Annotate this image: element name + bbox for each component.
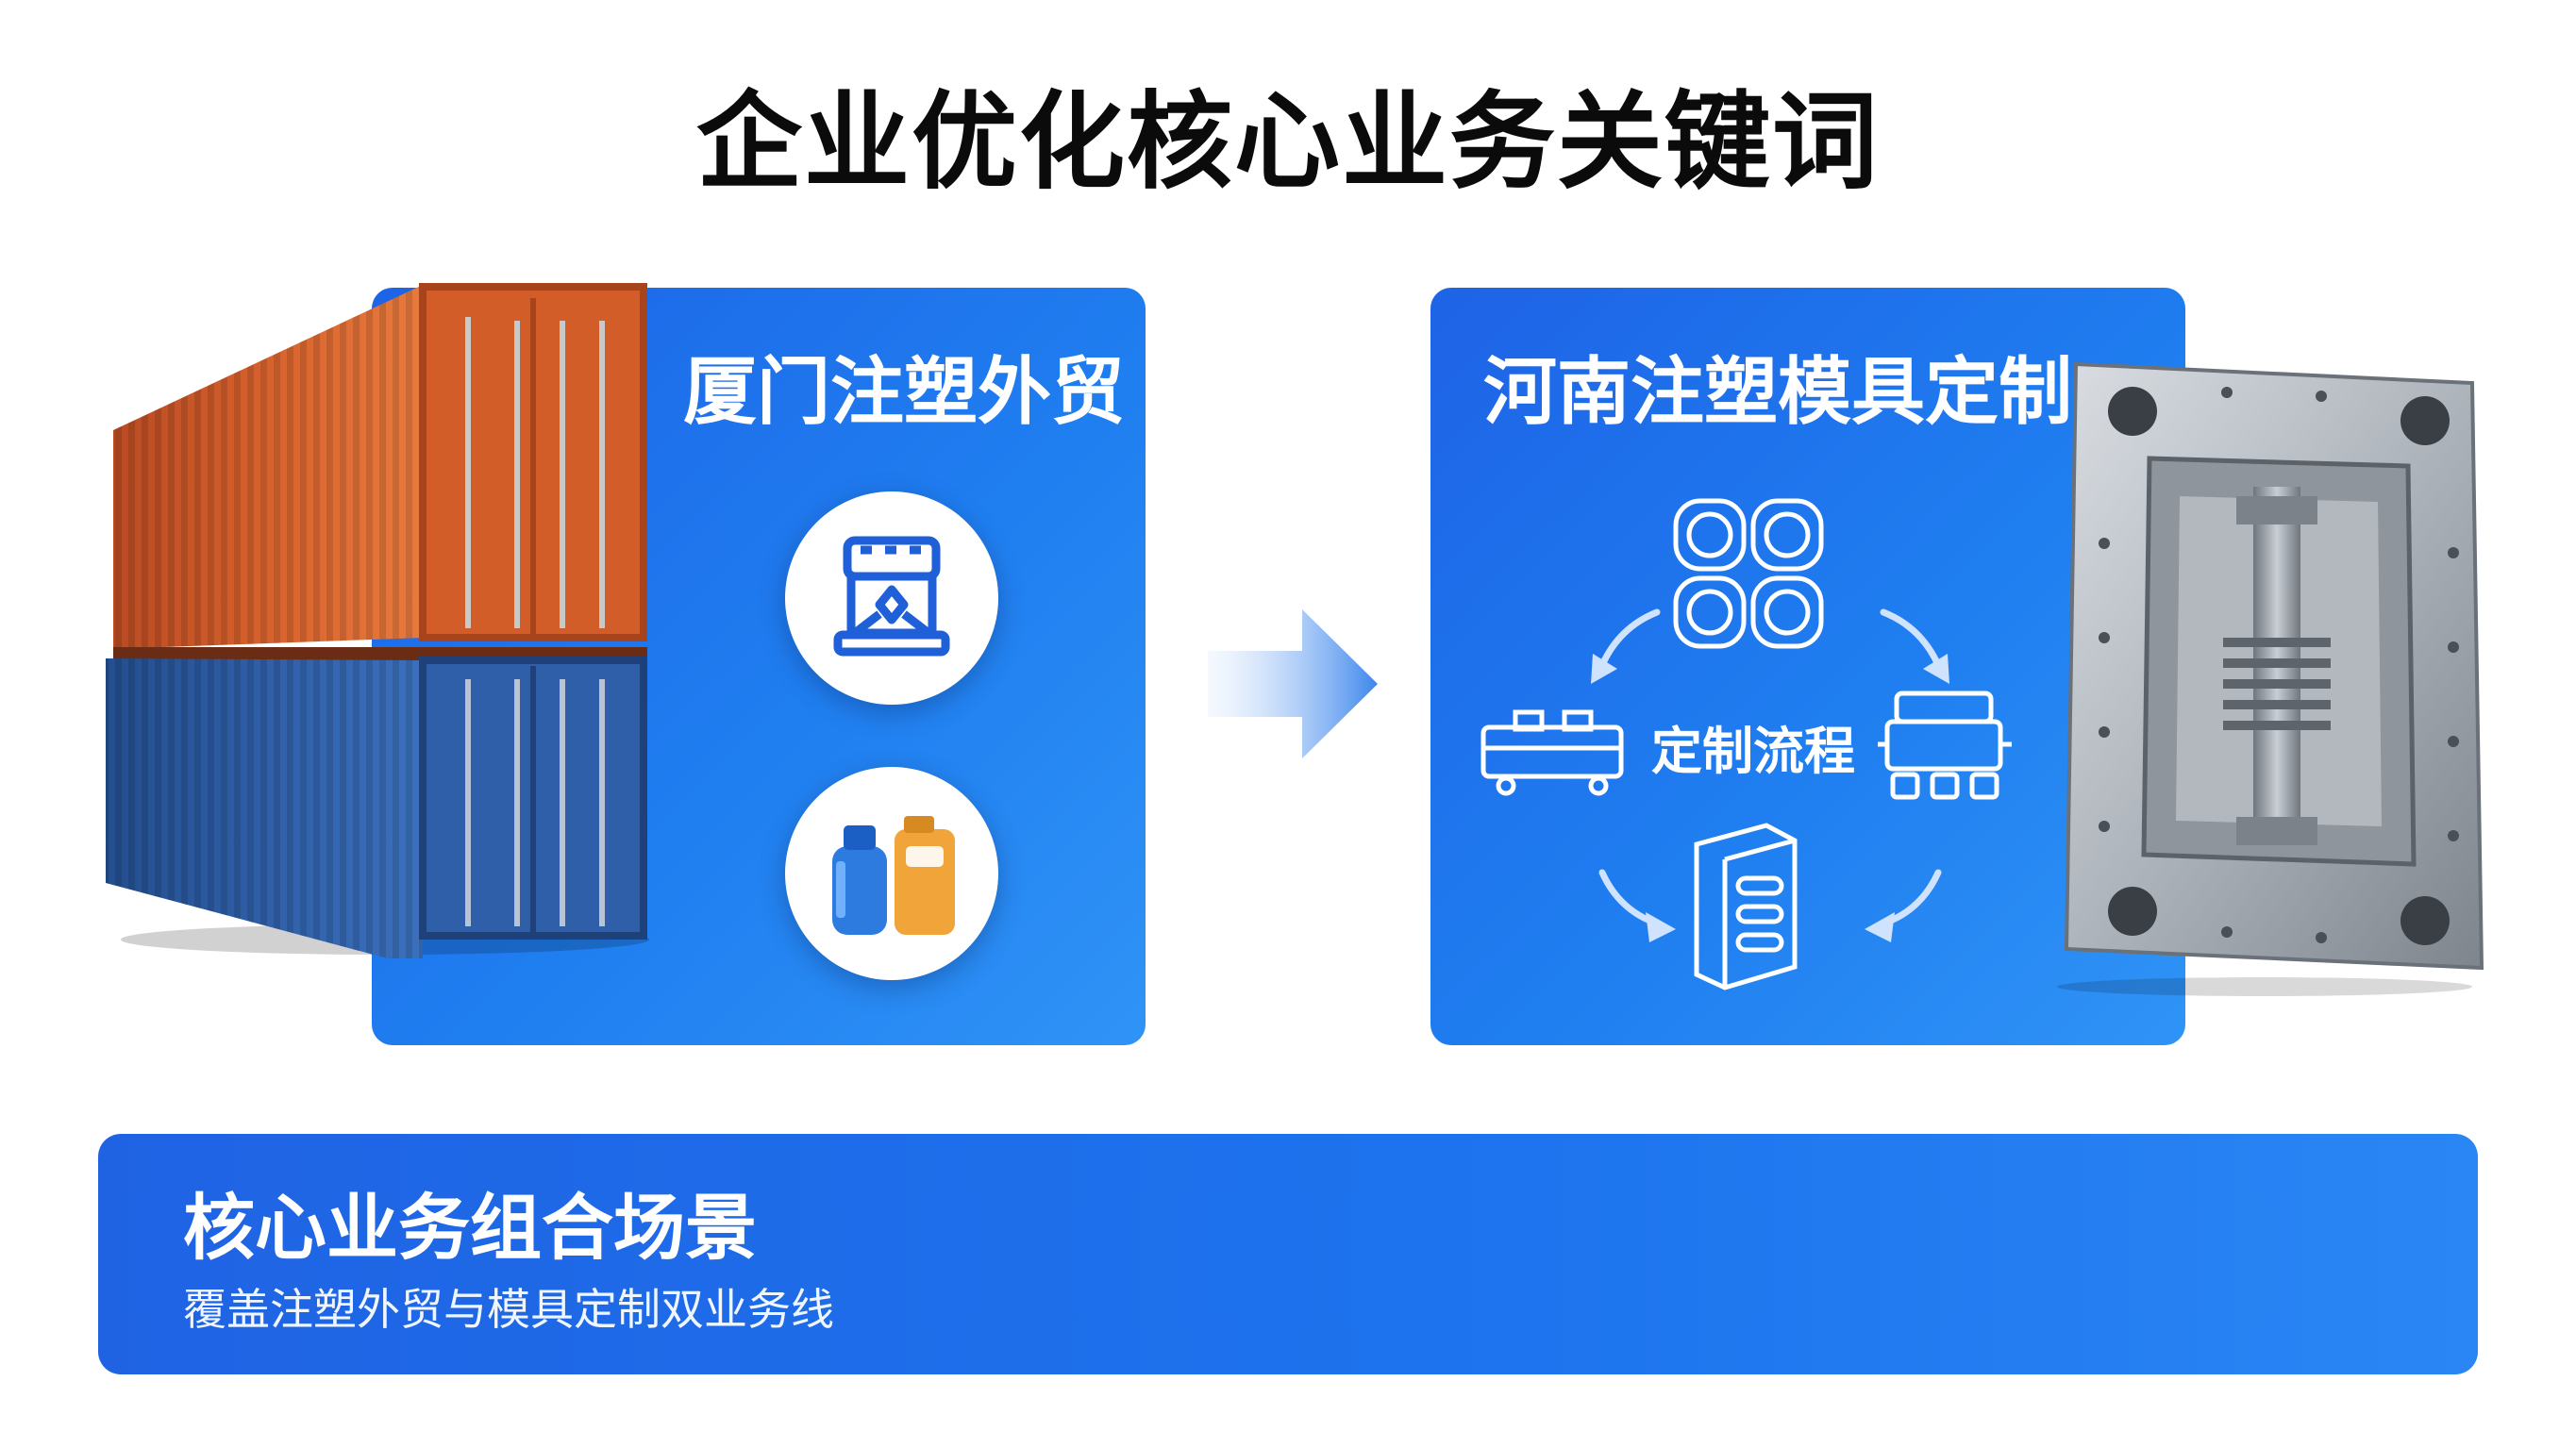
process-cycle-arrows	[1591, 608, 1949, 942]
injection-machine-icon	[785, 491, 998, 705]
panel-title-right: 河南注塑模具定制	[1483, 350, 2073, 435]
plastic-bottles-icon	[785, 767, 998, 980]
flow-arrow-icon	[1208, 609, 1378, 758]
page-title: 企业优化核心业务关键词	[696, 81, 1880, 204]
mold-cavities-icon	[1673, 498, 1824, 649]
injection-mold-image	[2057, 361, 2484, 996]
core-scene-banner: 核心业务组合场景 覆盖注塑外贸与模具定制双业务线	[98, 1134, 2478, 1374]
shipping-containers-image	[106, 283, 649, 958]
panel-title-left: 厦门注塑外贸	[683, 350, 1126, 435]
process-label: 定制流程	[1651, 722, 1855, 781]
banner-title: 核心业务组合场景	[183, 1186, 757, 1270]
mold-base-icon	[1480, 709, 1624, 796]
panel-henan-mold: 河南注塑模具定制	[1430, 288, 2185, 1045]
banner-subtitle: 覆盖注塑外贸与模具定制双业务线	[183, 1284, 834, 1335]
mold-plate-icon	[1694, 823, 1798, 990]
machine-icon	[1878, 691, 2012, 800]
